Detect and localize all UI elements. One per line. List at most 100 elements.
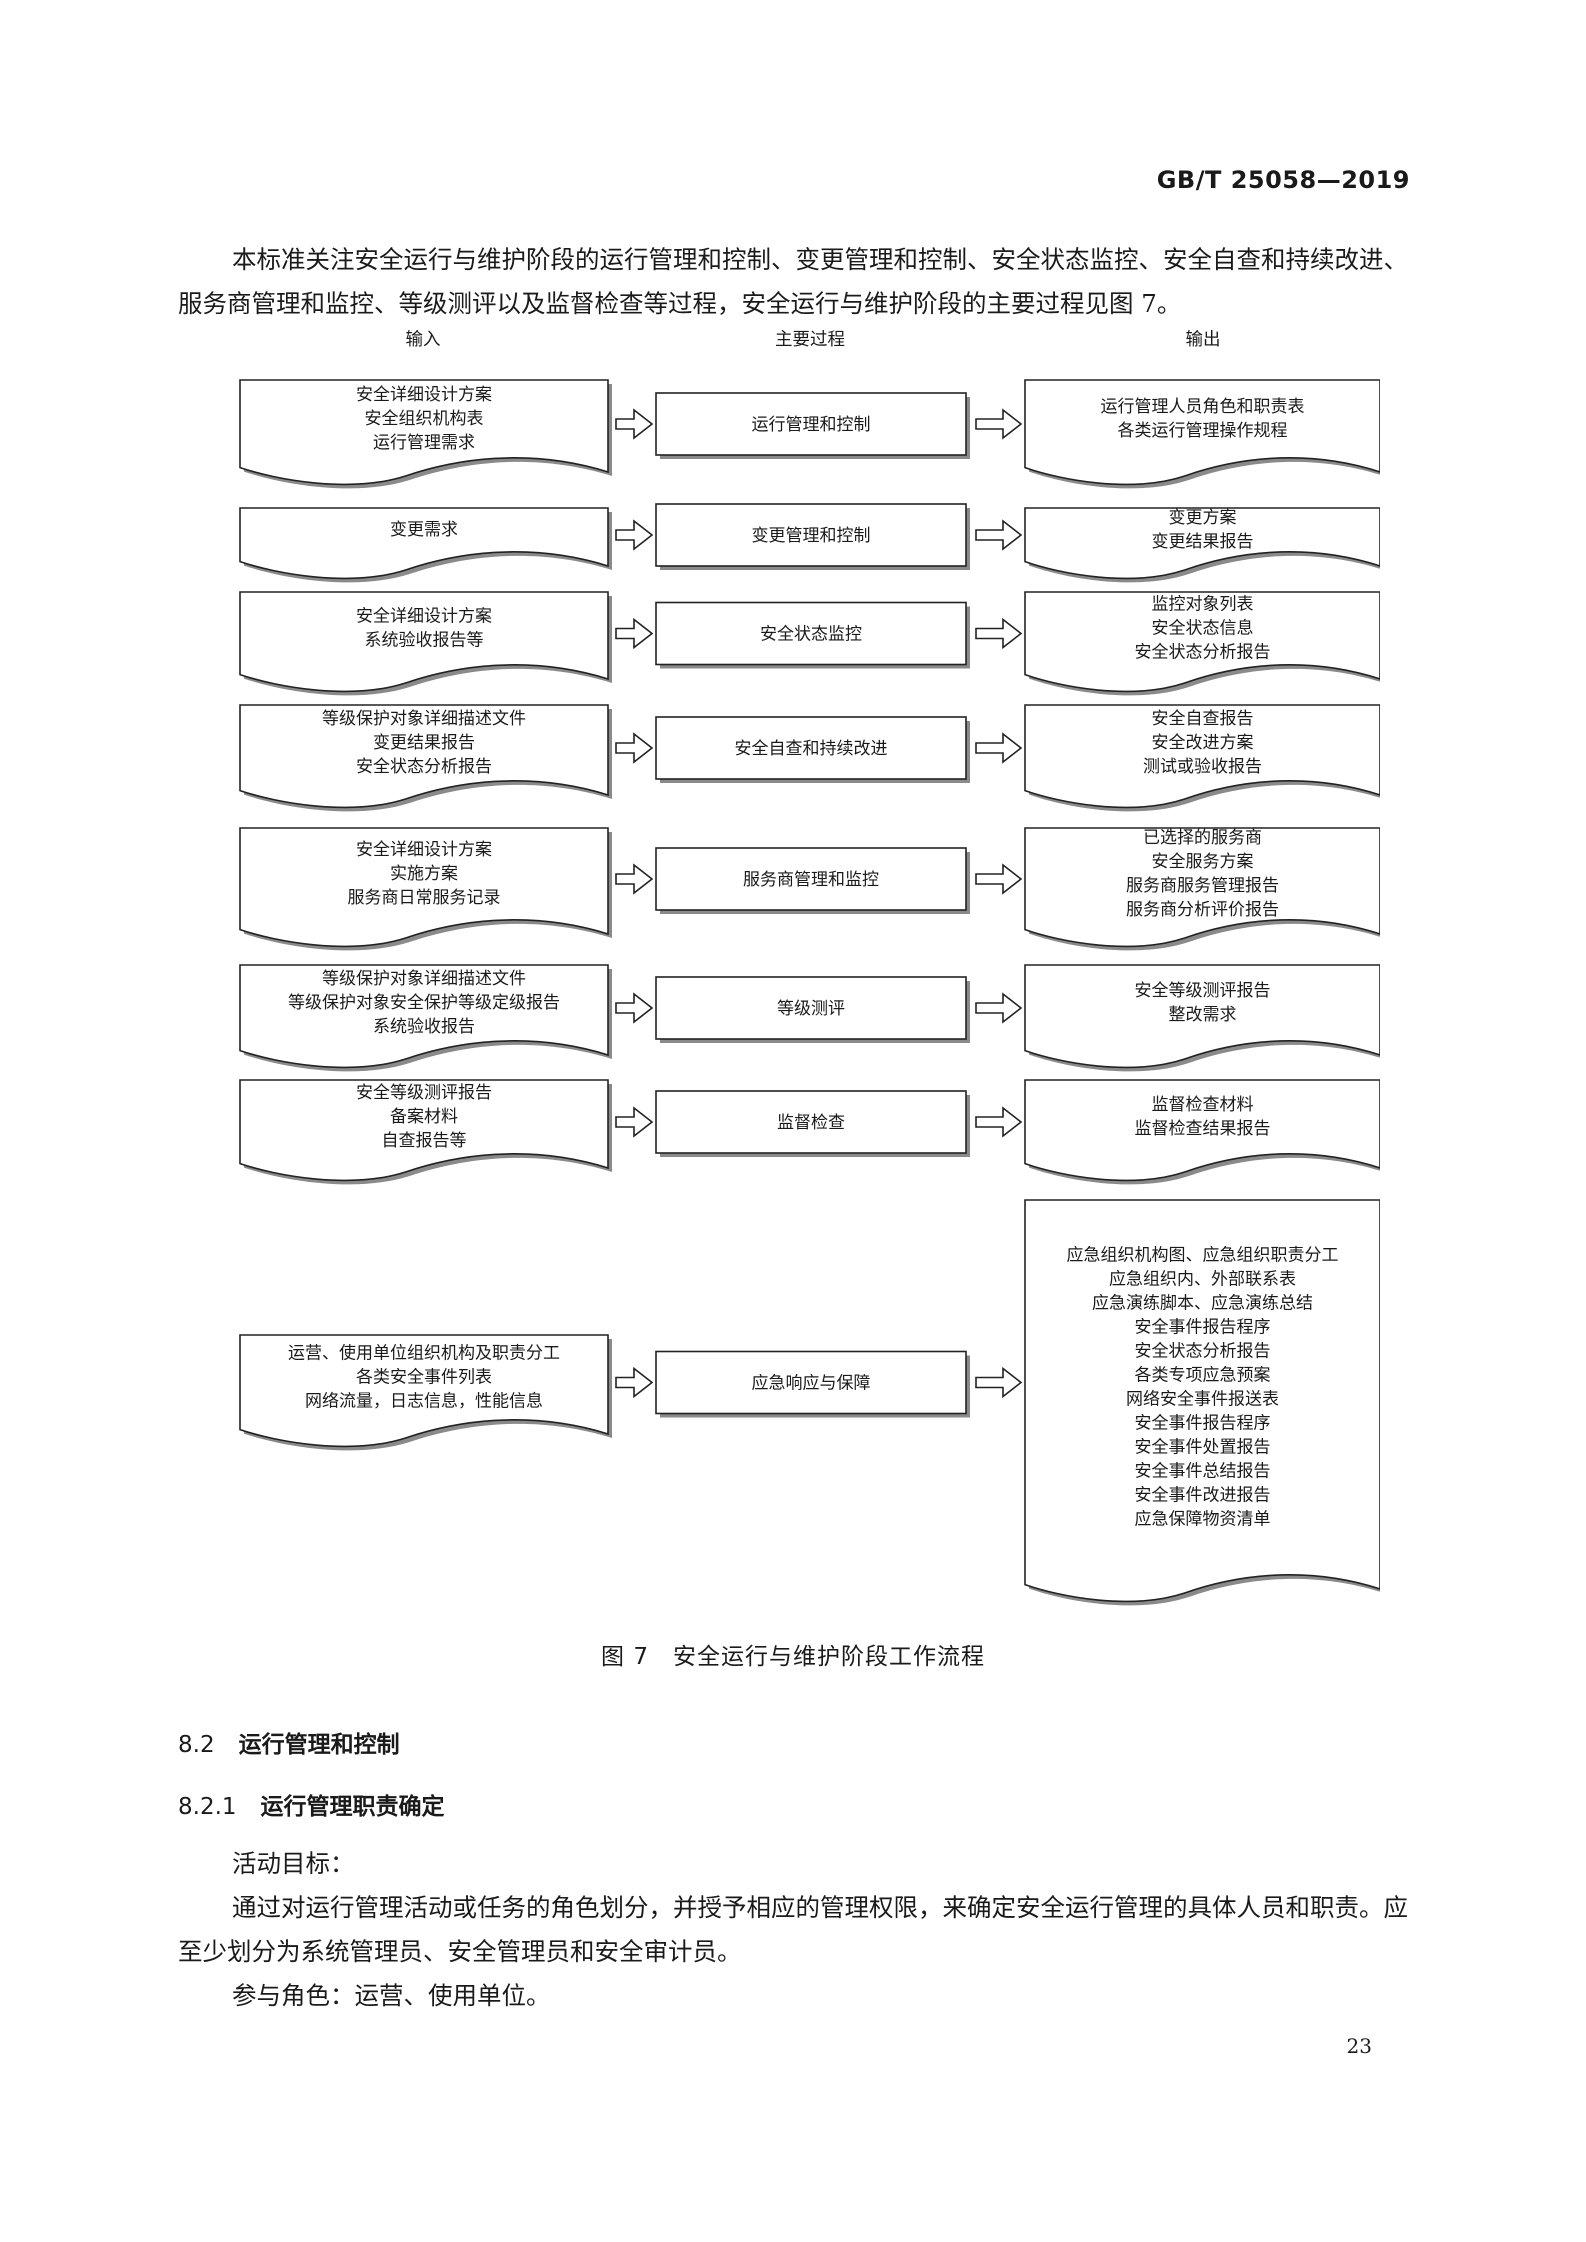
- input-line: 安全等级测评报告: [356, 1083, 492, 1103]
- process-label: 应急响应与保障: [752, 1374, 871, 1394]
- output-line: 应急组织内、外部联系表: [1109, 1270, 1296, 1290]
- flow-arrow-icon: [615, 1106, 654, 1138]
- figure-caption: 图 7 安全运行与维护阶段工作流程: [601, 1644, 985, 1670]
- output-line: 已选择的服务商: [1143, 828, 1262, 848]
- output-line: 安全事件报告程序: [1135, 1414, 1271, 1434]
- process-box: [655, 503, 967, 567]
- header-output: 输出: [1186, 330, 1221, 350]
- input-line: 系统验收报告: [373, 1017, 475, 1037]
- process-box: [655, 392, 967, 456]
- output-line: 安全事件总结报告: [1135, 1462, 1271, 1482]
- process-box: [655, 716, 967, 780]
- output-line: 应急组织机构图、应急组织职责分工: [1067, 1246, 1339, 1266]
- page-number: 23: [1346, 2034, 1372, 2058]
- process-label: 变更管理和控制: [752, 526, 871, 546]
- input-line: 运营、使用单位组织机构及职责分工: [288, 1343, 560, 1364]
- input-document: [239, 1334, 609, 1448]
- roles-text: 参与角色：运营、使用单位。: [232, 1981, 551, 2010]
- flow-arrow-icon: [975, 519, 1023, 551]
- flow-arrow-icon: [615, 617, 654, 650]
- input-document: [239, 964, 609, 1069]
- output-line: 服务商服务管理报告: [1126, 876, 1279, 896]
- input-line: 等级保护对象安全保护等级定级报告: [288, 993, 560, 1013]
- output-line: 变更方案: [1169, 508, 1237, 528]
- process-box: [655, 1090, 967, 1154]
- standard-code: GB/T 25058—2019: [1156, 166, 1410, 194]
- input-line: 备案材料: [390, 1107, 458, 1127]
- output-line: 变更结果报告: [1152, 532, 1254, 552]
- flow-arrow-icon: [615, 519, 654, 551]
- input-line: 等级保护对象详细描述文件: [322, 709, 526, 729]
- output-line: 服务商分析评价报告: [1126, 900, 1279, 920]
- flow-arrow-icon: [975, 863, 1023, 895]
- input-line: 服务商日常服务记录: [348, 888, 501, 908]
- output-line: 安全自查报告: [1152, 709, 1254, 729]
- process-label: 等级测评: [777, 999, 845, 1019]
- input-line: 安全详细设计方案: [356, 607, 492, 627]
- output-line: 安全事件处置报告: [1135, 1438, 1271, 1458]
- flow-arrow-icon: [615, 863, 654, 895]
- output-document: [1024, 507, 1380, 580]
- output-line: 网络安全事件报送表: [1126, 1390, 1279, 1410]
- input-document: [239, 591, 609, 693]
- process-label: 安全状态监控: [760, 625, 862, 645]
- output-line: 安全状态分析报告: [1135, 1342, 1271, 1362]
- output-document: [1024, 1079, 1380, 1182]
- output-document: [1024, 827, 1380, 948]
- input-line: 运行管理需求: [373, 433, 475, 453]
- output-line: 安全状态信息: [1152, 619, 1254, 639]
- input-line: 等级保护对象详细描述文件: [322, 969, 526, 989]
- flow-arrow-icon: [975, 1106, 1023, 1138]
- input-document: [239, 827, 609, 948]
- input-line: 安全详细设计方案: [356, 840, 492, 860]
- input-line: 变更结果报告: [373, 733, 475, 753]
- output-line: 测试或验收报告: [1143, 757, 1262, 777]
- process-label: 安全自查和持续改进: [735, 739, 888, 759]
- output-line: 安全服务方案: [1152, 852, 1254, 872]
- flow-arrow-icon: [975, 617, 1023, 650]
- process-label: 运行管理和控制: [752, 415, 871, 435]
- output-document: [1024, 1199, 1380, 1603]
- section-title: 运行管理和控制: [238, 1732, 400, 1758]
- input-line: 各类安全事件列表: [356, 1368, 492, 1388]
- section-8-2-heading: 8.2 运行管理和控制: [178, 1725, 400, 1759]
- output-line: 运行管理人员角色和职责表: [1101, 397, 1305, 417]
- input-line: 变更需求: [390, 520, 458, 540]
- output-line: 安全改进方案: [1152, 733, 1254, 753]
- input-document: [239, 379, 609, 486]
- output-line: 安全等级测评报告: [1135, 981, 1271, 1001]
- output-line: 安全事件改进报告: [1135, 1486, 1271, 1506]
- flow-arrow-icon: [975, 408, 1023, 440]
- output-document: [1024, 964, 1380, 1069]
- input-line: 安全详细设计方案: [356, 385, 492, 405]
- output-document: [1024, 379, 1380, 486]
- input-line: 安全状态分析报告: [356, 757, 492, 777]
- process-box: [655, 976, 967, 1040]
- output-line: 应急保障物资清单: [1135, 1510, 1271, 1530]
- header-process: 主要过程: [775, 330, 845, 350]
- process-label: 监督检查: [777, 1113, 845, 1133]
- workflow-diagram: 输入 主要过程 输出 安全详细设计方案安全组织机构表运行管理需求运行管理和控制运…: [239, 330, 1380, 1606]
- input-line: 网络流量，日志信息，性能信息: [305, 1392, 543, 1412]
- input-line: 安全组织机构表: [365, 409, 484, 429]
- process-box: [655, 847, 967, 911]
- input-line: 系统验收报告等: [365, 631, 484, 651]
- flow-arrow-icon: [975, 732, 1023, 764]
- header-input: 输入: [406, 330, 441, 350]
- output-line: 监督检查材料: [1152, 1095, 1254, 1115]
- process-box: [655, 1350, 967, 1415]
- output-line: 安全事件报告程序: [1135, 1318, 1271, 1338]
- section-title: 运行管理职责确定: [260, 1794, 445, 1820]
- output-line: 监督检查结果报告: [1135, 1119, 1271, 1139]
- flow-arrow-icon: [615, 992, 654, 1024]
- output-line: 各类运行管理操作规程: [1118, 421, 1288, 441]
- output-document: [1024, 704, 1380, 809]
- section-number: 8.2: [178, 1732, 215, 1758]
- output-line: 各类专项应急预案: [1135, 1366, 1271, 1386]
- input-document: [239, 507, 609, 580]
- flow-arrow-icon: [615, 732, 654, 764]
- intro-paragraph: 本标准关注安全运行与维护阶段的运行管理和控制、变更管理和控制、安全状态监控、安全…: [178, 245, 1408, 318]
- goal-text: 通过对运行管理活动或任务的角色划分，并授予相应的管理权限，来确定安全运行管理的具…: [178, 1893, 1408, 1966]
- output-document: [1024, 591, 1380, 693]
